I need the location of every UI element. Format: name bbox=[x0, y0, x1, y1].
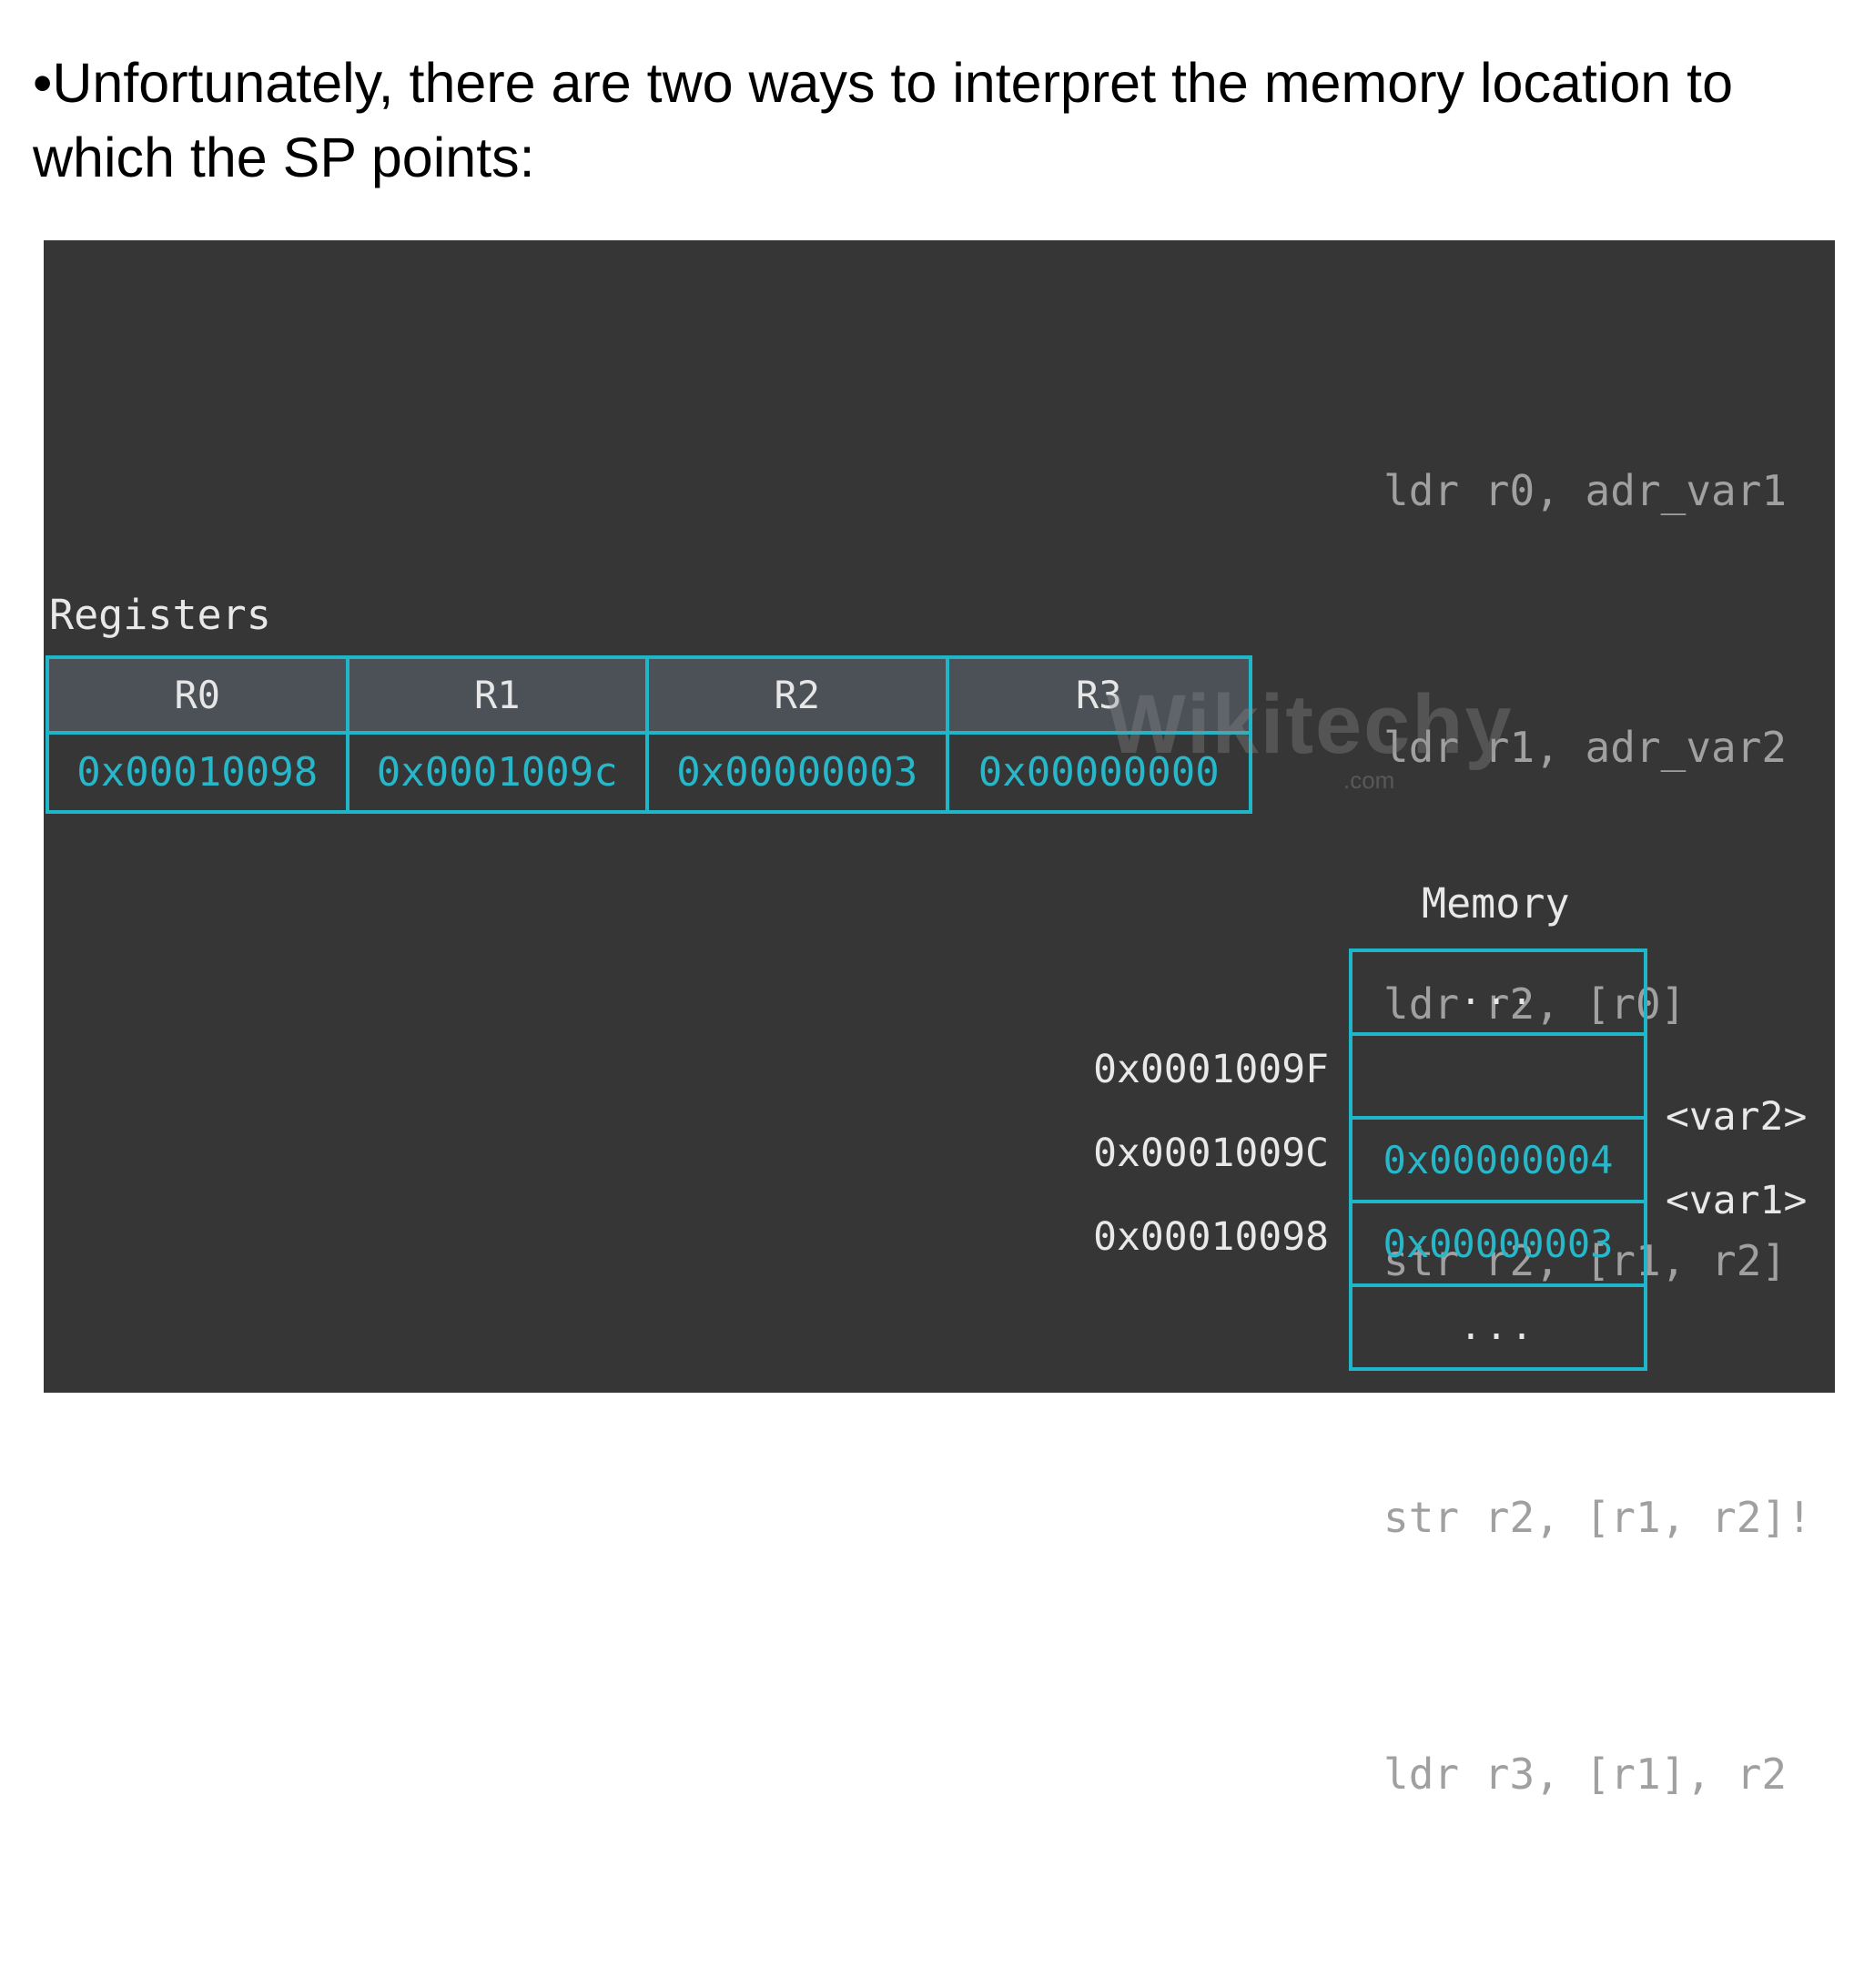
memory-cell: 0x00000004 bbox=[1352, 1120, 1644, 1203]
memory-label: <var1> bbox=[1666, 1178, 1808, 1223]
memory-title: Memory bbox=[1422, 879, 1570, 928]
code-line: ldr r0, adr_var1 bbox=[1383, 466, 1788, 515]
diagram-panel: ldr r0, adr_var1 ldr r1, adr_var2 ldr r2… bbox=[44, 240, 1835, 1799]
memory-cell bbox=[1352, 1036, 1644, 1120]
code-line: str r2, [r1, r2] bbox=[1383, 1236, 1788, 1285]
memory-address: 0x0001009F bbox=[1093, 1047, 1329, 1092]
register-header: R0 bbox=[49, 659, 350, 735]
memory-cell: ... bbox=[1352, 952, 1644, 1036]
register-header: R3 bbox=[948, 659, 1249, 735]
code-line: str r2, [r1, r2]! bbox=[1383, 1493, 1812, 1542]
code-line: ldr r3, [r1], r2 bbox=[1383, 1750, 1788, 1799]
memory-stack: ... 0x00000004 0x00000003 ... bbox=[1349, 948, 1647, 1371]
memory-address: 0x0001009C bbox=[1093, 1131, 1329, 1176]
code-line: ldr r1, adr_var2 bbox=[1383, 723, 1788, 772]
watermark-logo: Wikitechy bbox=[1107, 678, 1514, 771]
memory-cell: ... bbox=[1459, 1306, 1537, 1348]
register-value: 0x00010098 bbox=[49, 735, 350, 810]
registers-table: R0 R1 R2 R3 0x00010098 0x0001009c 0x0000… bbox=[46, 655, 1252, 814]
registers-title: Registers bbox=[49, 591, 271, 639]
register-value: 0x00000000 bbox=[978, 749, 1220, 796]
register-value: 0x00000003 bbox=[649, 735, 949, 810]
register-header: R2 bbox=[649, 659, 949, 735]
memory-address: 0x00010098 bbox=[1093, 1214, 1329, 1260]
code-line: ldr r2, [r0] bbox=[1383, 979, 1687, 1029]
memory-label: <var2> bbox=[1666, 1094, 1808, 1140]
register-header: R1 bbox=[349, 659, 649, 735]
register-value: 0x0001009c bbox=[350, 735, 649, 810]
watermark-domain: .com bbox=[1343, 766, 1395, 794]
memory-cell: 0x00000003 bbox=[1352, 1203, 1644, 1287]
bullet-text: •Unfortunately, there are two ways to in… bbox=[33, 52, 1734, 188]
